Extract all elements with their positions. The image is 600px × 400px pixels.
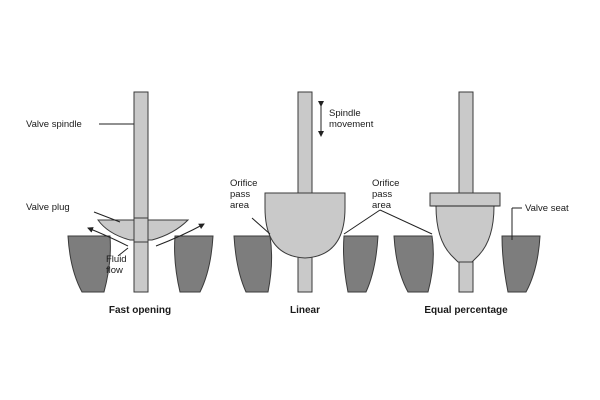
orifice-pass-area-left-label: Orifice pass area: [230, 178, 260, 211]
fluid-flow-right-arrow: [155, 223, 205, 247]
equal-right-seat: [501, 235, 541, 293]
spindle-movement-label: Spindle movement: [329, 108, 374, 130]
valve-spindle-label: Valve spindle: [26, 119, 82, 130]
orifice-pass-area-right-label: Orifice pass area: [372, 178, 402, 211]
linear-left-seat: [233, 235, 273, 293]
orifice-right-leader-a: [343, 209, 381, 235]
valve-plug-leader: [93, 211, 121, 223]
caption-linear: Linear: [290, 305, 320, 316]
linear-spindle: [297, 91, 313, 293]
fluid-flow-leader: [117, 247, 129, 257]
fluid-flow-left-arrow: [87, 227, 129, 247]
caption-fast-opening: Fast opening: [109, 305, 171, 316]
equal-left-seat: [393, 235, 434, 293]
linear-valve: [233, 91, 433, 293]
fast-opening-left-seat: [67, 235, 111, 293]
fast-opening-valve: [67, 91, 214, 293]
fast-opening-spindle: [133, 91, 149, 293]
equal-percentage-valve: [393, 91, 541, 293]
orifice-right-leader-b: [379, 209, 433, 235]
valve-seat-label: Valve seat: [525, 203, 569, 214]
fast-opening-right-seat: [174, 235, 214, 293]
orifice-left-leader: [251, 217, 271, 235]
equal-plug: [429, 192, 501, 263]
fluid-flow-label: Fluid flow: [106, 254, 129, 276]
linear-right-seat: [343, 235, 379, 293]
caption-equal-percentage: Equal percentage: [424, 305, 508, 316]
linear-plug: [264, 192, 346, 259]
valve-plug-label: Valve plug: [26, 202, 70, 213]
